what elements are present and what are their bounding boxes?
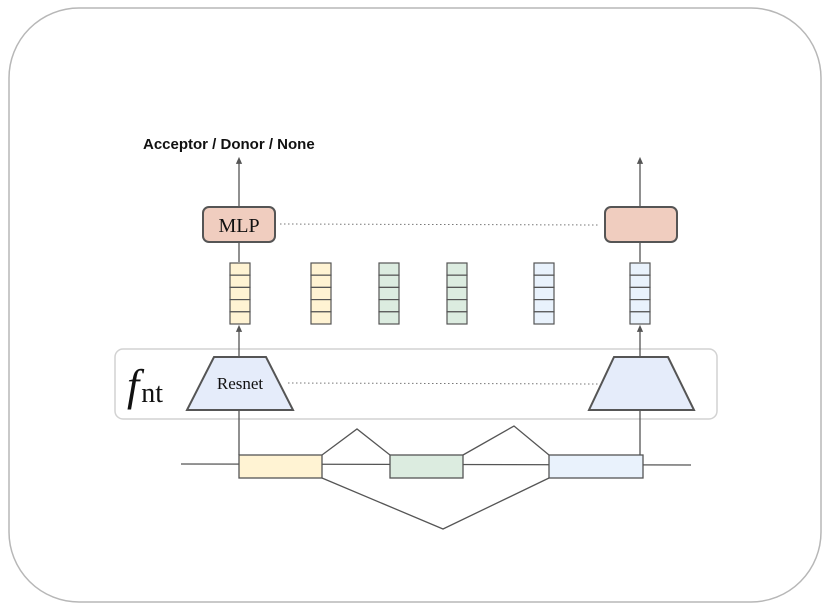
embedding-cell: [533, 286, 555, 301]
outer-frame: [8, 7, 822, 603]
embedding-cell: [629, 274, 651, 289]
resnet-trapezoid-left: [185, 356, 295, 411]
embedding-cell: [378, 311, 400, 325]
embedding-cell: [446, 311, 468, 325]
embedding-cell: [229, 262, 251, 276]
embedding-cell: [446, 262, 468, 276]
exon-2: [389, 454, 464, 479]
embedding-vector-3: [378, 262, 400, 325]
embedding-vector-4: [446, 262, 468, 325]
embedding-cell: [533, 299, 555, 313]
embedding-cell: [310, 311, 332, 325]
embedding-cell: [533, 274, 555, 289]
mlp-shared-dotted-link: [279, 223, 601, 226]
exon-1: [238, 454, 323, 479]
embedding-vector-2: [310, 262, 332, 325]
resnet-label: Resnet: [217, 374, 264, 393]
splice-junction-2: [462, 425, 550, 456]
embedding-cell: [378, 299, 400, 313]
embedding-cell: [229, 286, 251, 301]
embedding-cell: [310, 274, 332, 289]
resnet-trapezoid-right: [587, 356, 696, 411]
embedding-cell: [310, 299, 332, 313]
exon-3: [548, 454, 644, 479]
embedding-cell: [446, 286, 468, 301]
embedding-cell: [378, 262, 400, 276]
embedding-cell: [533, 311, 555, 325]
embedding-cell: [378, 286, 400, 301]
gene-structure: [180, 425, 692, 530]
embedding-cell: [629, 311, 651, 325]
embedding-cell: [310, 262, 332, 276]
embedding-cell: [629, 262, 651, 276]
embedding-vector-6: [629, 262, 651, 325]
output-label: Acceptor / Donor / None: [143, 136, 315, 153]
embedding-cell: [446, 299, 468, 313]
embedding-cell: [229, 311, 251, 325]
embedding-cell: [229, 274, 251, 289]
mlp-label: MLP: [218, 215, 259, 237]
embedding-vectors: [229, 262, 651, 325]
skip-junction: [321, 477, 550, 530]
encoder-function-subscript: nt: [141, 378, 163, 409]
embedding-vector-5: [533, 262, 555, 325]
embedding-cell: [629, 286, 651, 301]
splice-junction-1: [321, 428, 391, 456]
embedding-cell: [533, 262, 555, 276]
embedding-cell: [378, 274, 400, 289]
embedding-cell: [446, 274, 468, 289]
mlp-box-left: [202, 206, 276, 243]
embedding-cell: [229, 299, 251, 313]
embedding-cell: [629, 299, 651, 313]
embedding-vector-1: [229, 262, 251, 325]
embedding-cell: [310, 286, 332, 301]
mlp-box-right: [604, 206, 678, 243]
